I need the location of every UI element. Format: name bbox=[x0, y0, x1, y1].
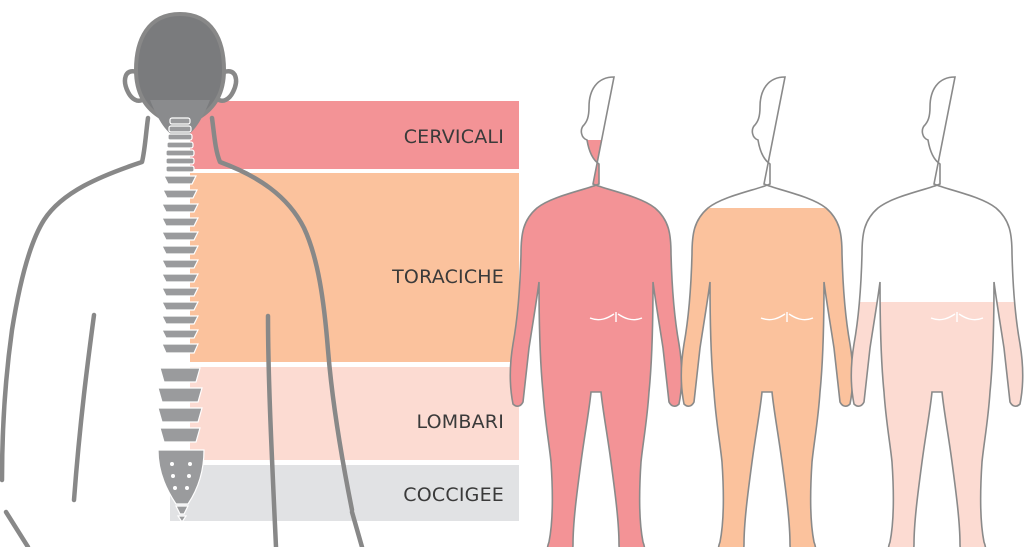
figure-cervical bbox=[500, 77, 720, 547]
label-lumbar: LOMBARI bbox=[417, 411, 505, 433]
label-thoracic: TORACICHE bbox=[391, 266, 504, 288]
figure-lumbar bbox=[840, 77, 1030, 547]
figure-lumbar-fill bbox=[840, 302, 1030, 547]
figure-thoracic bbox=[670, 77, 890, 547]
label-coccygeal: COCCIGEE bbox=[403, 484, 504, 506]
label-cervical: CERVICALI bbox=[404, 126, 504, 148]
torso-illustration: CERVICALI TORACICHE LOMBARI COCCIGEE bbox=[2, 14, 519, 547]
